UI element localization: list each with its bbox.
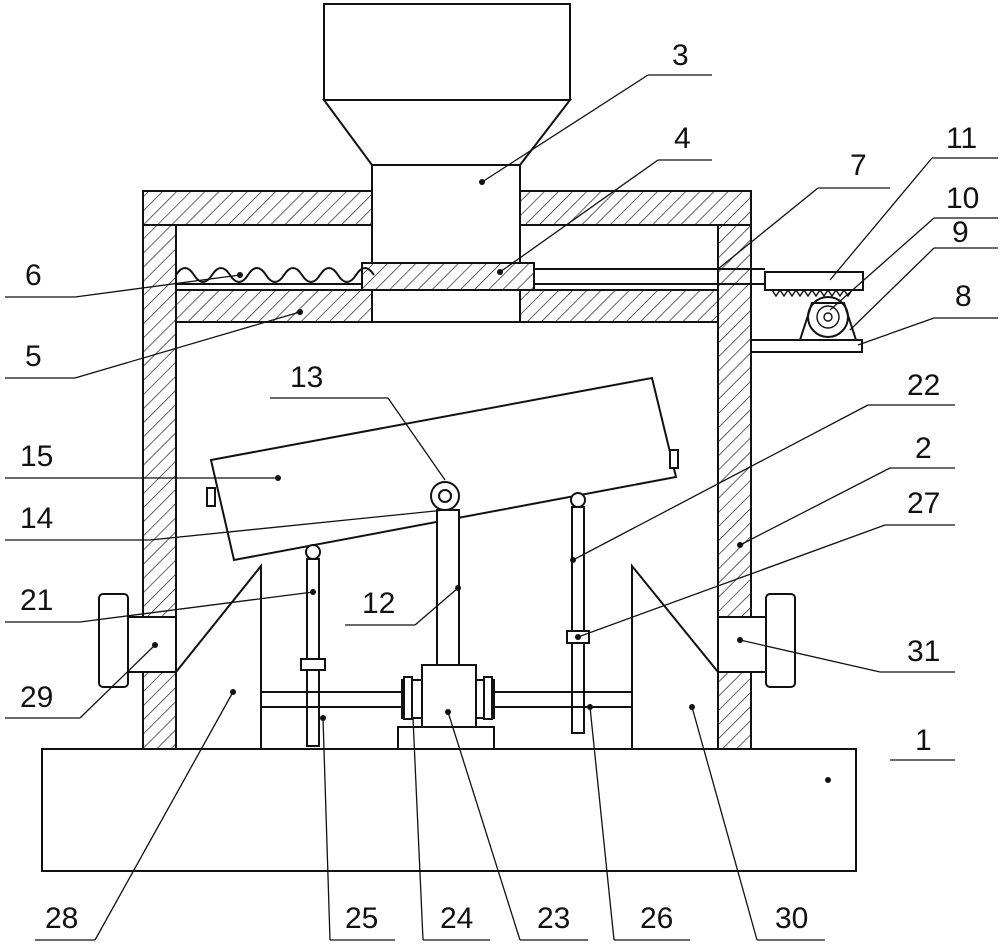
right-rod	[566, 492, 590, 734]
inner-plate-right	[519, 289, 719, 323]
frame-top-left	[142, 190, 373, 226]
label-13: 13	[290, 361, 323, 394]
label-30: 30	[775, 902, 808, 935]
label-1: 1	[915, 724, 932, 757]
label-6: 6	[25, 259, 42, 292]
label-14: 14	[20, 502, 53, 535]
label-22: 22	[907, 369, 940, 402]
rack-gear-mechanism	[751, 271, 864, 353]
frame-left-lower	[142, 671, 177, 750]
frame-right-lower	[717, 671, 752, 750]
label-9: 9	[952, 216, 969, 249]
drum	[206, 376, 679, 562]
label-23: 23	[537, 902, 570, 935]
label-4: 4	[674, 122, 691, 155]
label-24: 24	[440, 902, 473, 935]
label-15: 15	[20, 440, 53, 473]
label-25: 25	[345, 902, 378, 935]
label-26: 26	[640, 902, 673, 935]
label-7: 7	[850, 149, 867, 182]
left-guide	[175, 563, 262, 750]
right-guide	[631, 563, 719, 750]
label-11: 11	[946, 122, 977, 155]
label-21: 21	[20, 584, 53, 617]
part-labels: 3 4 7 11 10 9 8 6 5 13 22 15 2 14 27 21 …	[20, 39, 979, 935]
label-8: 8	[955, 280, 972, 313]
label-29: 29	[20, 681, 53, 714]
right-knob	[765, 593, 796, 688]
label-12: 12	[362, 587, 395, 620]
hopper	[322, 3, 573, 323]
base-plate	[41, 748, 857, 872]
label-28: 28	[45, 902, 78, 935]
label-3: 3	[672, 39, 689, 72]
frame	[142, 190, 752, 750]
label-27: 27	[907, 487, 940, 520]
label-5: 5	[25, 340, 42, 373]
label-10: 10	[946, 182, 979, 215]
leader-dots	[152, 179, 831, 783]
left-knob	[98, 593, 129, 688]
leader-lines	[5, 74, 998, 941]
frame-left-upper	[142, 190, 177, 618]
label-31: 31	[907, 635, 940, 668]
inner-plate-left	[175, 289, 373, 323]
spring	[175, 267, 375, 283]
slide-plate	[361, 262, 535, 291]
label-2: 2	[915, 432, 932, 465]
motor	[397, 664, 495, 750]
frame-top-right	[519, 190, 752, 226]
